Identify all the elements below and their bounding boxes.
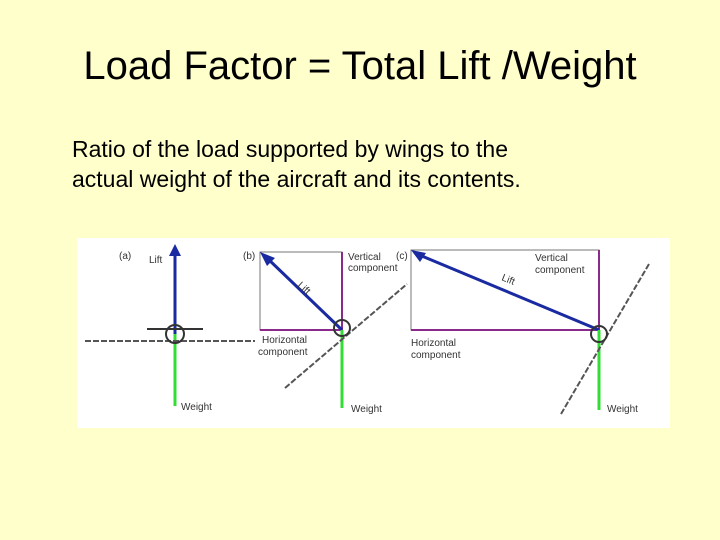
body-line-2: actual weight of the aircraft and its co…	[72, 166, 521, 192]
panel-b-vertical-label-1: Vertical	[348, 252, 381, 263]
slide-body: Ratio of the load supported by wings to …	[72, 134, 672, 194]
panel-a-lift-label: Lift	[149, 255, 163, 266]
panel-a-tag: (a)	[119, 251, 131, 262]
panel-b-lift-arrow	[265, 256, 344, 332]
panel-a: (a) Lift Weight	[85, 244, 255, 413]
panel-c-lift-label: Lift	[500, 273, 517, 288]
panel-c-wing	[560, 263, 650, 415]
force-diagram: (a) Lift Weight (b) Lift Vertical compon…	[85, 244, 650, 415]
panel-c-fuselage	[590, 325, 608, 343]
panel-a-lift-arrowhead	[169, 244, 181, 256]
panel-c-weight-label: Weight	[607, 404, 638, 415]
panel-a-weight-label: Weight	[181, 402, 212, 413]
panel-c-tag: (c)	[396, 251, 408, 262]
panel-b-vertical-label-2: component	[348, 263, 398, 274]
body-line-1: Ratio of the load supported by wings to …	[72, 136, 509, 162]
load-factor-figure: (a) Lift Weight (b) Lift Vertical compon…	[77, 238, 670, 428]
slide-title: Load Factor = Total Lift /Weight	[83, 44, 637, 88]
panel-a-fuselage	[165, 324, 185, 344]
panel-b-fuselage	[333, 319, 351, 337]
panel-c-vertical-label-1: Vertical	[535, 253, 568, 264]
panel-c: (c) Lift Vertical component Horizontal c…	[396, 249, 650, 415]
panel-c-lift-arrowhead	[411, 250, 426, 262]
panel-b: (b) Lift Vertical component Horizontal c…	[243, 251, 408, 415]
panel-c-vertical-label-2: component	[535, 265, 585, 276]
panel-b-lift-label: Lift	[295, 280, 312, 297]
panel-b-horizontal-label-2: component	[258, 347, 308, 358]
panel-b-lift-arrowhead	[260, 252, 275, 266]
panel-c-horizontal-label-1: Horizontal	[411, 338, 456, 349]
panel-c-horizontal-label-2: component	[411, 350, 461, 361]
panel-b-weight-label: Weight	[351, 404, 382, 415]
panel-b-tag: (b)	[243, 251, 255, 262]
panel-b-horizontal-label-1: Horizontal	[262, 335, 307, 346]
panel-c-lift-arrow	[416, 252, 600, 332]
